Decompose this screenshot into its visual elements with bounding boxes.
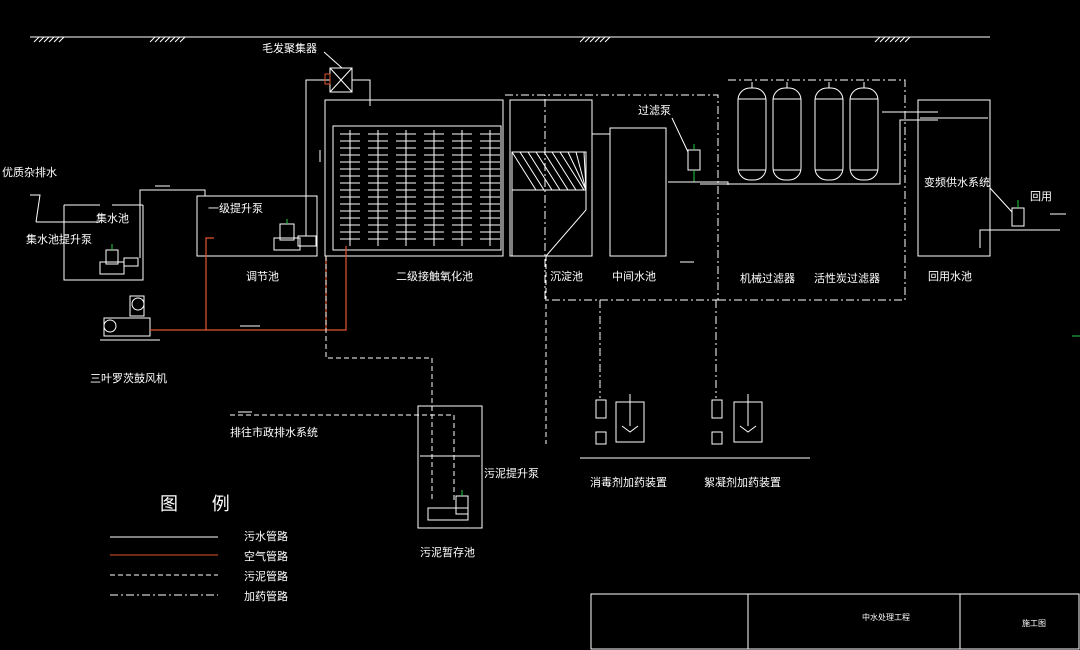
label-carbon-filter: 活性炭过滤器 (814, 271, 880, 285)
label-sludge-tank: 污泥暂存池 (420, 545, 475, 559)
label-collect-tank: 集水池 (96, 211, 129, 225)
dosing-lines (599, 300, 717, 398)
label-first-lift-pump: 一级提升泵 (208, 202, 263, 215)
legend-label-air: 空气管路 (244, 549, 288, 563)
label-sludge-pump: 污泥提升泵 (484, 467, 539, 480)
vfd-pump-icon (979, 200, 1066, 248)
sludge-pump-icon (427, 490, 469, 521)
label-municipal-drain: 排往市政排水系统 (230, 425, 318, 439)
label-flocculant-unit: 絮凝剂加药装置 (704, 475, 781, 489)
collect-tank (63, 204, 144, 281)
reuse-tank (917, 99, 991, 257)
regulating-tank (196, 195, 318, 257)
sludge-tank (417, 405, 483, 529)
label-regulating-tank: 调节池 (246, 270, 279, 283)
label-settling-tank: 沉淀池 (550, 269, 583, 283)
collect-pump-icon (99, 244, 139, 275)
ground-line (30, 36, 990, 43)
disinfectant-unit (580, 394, 810, 459)
blower-icon (100, 295, 160, 341)
oxidation-tank (324, 99, 504, 257)
label-filter-pump: 过滤泵 (638, 104, 671, 117)
label-collect-pump: 集水池提升泵 (26, 232, 92, 246)
title-block-drawing: 施工图 (1022, 618, 1046, 628)
label-disinfectant-unit: 消毒剂加药装置 (590, 475, 667, 489)
label-vfd-supply: 变频供水系统 (924, 175, 990, 189)
legend-label-sludge: 污泥管路 (244, 569, 288, 583)
hair-collector-icon (324, 67, 371, 106)
inflow-pipe (30, 194, 100, 223)
vfd-leader (989, 187, 1013, 213)
legend-label-dosing: 加药管路 (244, 589, 288, 603)
legend-title: 图 例 (160, 494, 244, 515)
label-hair-collector: 毛发聚集器 (262, 41, 317, 55)
dosing-boundary (505, 79, 906, 301)
label-contact-oxidation: 二级接触氧化池 (396, 269, 473, 283)
label-mechanical-filter: 机械过滤器 (740, 271, 795, 285)
filter-pump-icon (668, 144, 729, 185)
legend: 图 例 污水管路 空气管路 污泥管路 加药管路 (110, 494, 288, 603)
filter-header-pipe (700, 119, 938, 185)
title-block-project: 中水处理工程 (862, 612, 910, 622)
legend-label-sewage: 污水管路 (244, 529, 288, 543)
filter-pump-leader (671, 117, 689, 153)
sludge-pipes (230, 256, 547, 500)
mechanical-filter-vessels (737, 82, 802, 181)
label-middle-tank: 中间水池 (612, 270, 656, 283)
flocculant-unit (711, 394, 763, 445)
hair-collector-leader (323, 51, 343, 69)
pipe-collect-to-regulating (139, 189, 206, 258)
label-poor-drain: 优质杂排水 (2, 165, 57, 179)
label-reuse: 回用 (1030, 190, 1052, 203)
riser-pipe (305, 79, 330, 236)
middle-tank (592, 127, 667, 257)
first-lift-pump-icon (273, 219, 317, 251)
label-reuse-tank: 回用水池 (928, 270, 972, 283)
title-block (590, 593, 1080, 650)
label-blower: 三叶罗茨鼓风机 (90, 371, 167, 385)
settling-tank (509, 99, 593, 257)
flow-arrows (155, 133, 694, 413)
carbon-filter-vessels (814, 82, 879, 181)
